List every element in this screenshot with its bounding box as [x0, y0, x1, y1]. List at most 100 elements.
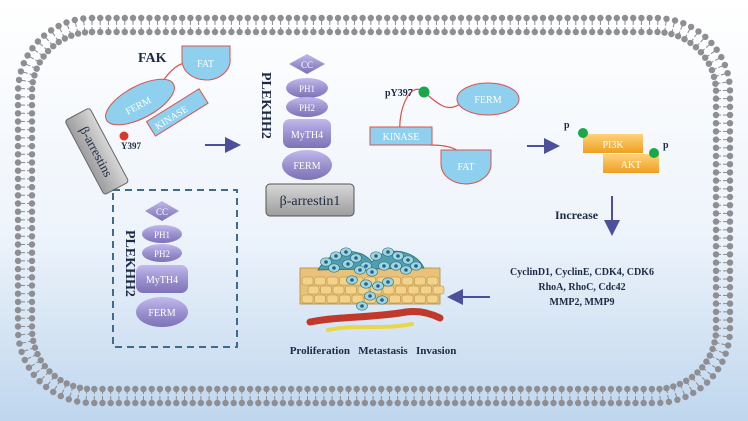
tumor-cell-nucleus	[386, 280, 390, 284]
lipid-head	[726, 120, 734, 127]
lipid-head	[99, 399, 106, 407]
lipid-head	[14, 257, 22, 265]
lipid-head	[28, 257, 36, 265]
lipid-head	[476, 399, 483, 407]
lipid-head	[621, 28, 629, 36]
lipid-head	[474, 14, 481, 22]
lipid-head	[28, 290, 36, 297]
lipid-head	[482, 28, 489, 36]
lipid-head	[28, 208, 36, 215]
lipid-head	[40, 32, 48, 39]
lipid-head	[657, 399, 664, 407]
lipid-head	[712, 120, 720, 127]
lipid-tail	[31, 363, 36, 367]
lipid-head	[705, 60, 713, 67]
lipid-head	[138, 14, 145, 22]
lipid-head	[113, 14, 120, 22]
lipid-head	[29, 45, 36, 52]
lipid-tail	[710, 51, 715, 55]
lipid-head	[646, 28, 653, 36]
lipid-head	[255, 385, 262, 393]
lipid-head	[44, 47, 52, 55]
lipid-head	[682, 393, 689, 401]
plekhh2-top-cc-label: CC	[301, 60, 313, 70]
lipid-head	[14, 175, 22, 183]
lipid-head	[402, 385, 410, 393]
lipid-head	[435, 399, 442, 407]
lipid-head	[14, 101, 22, 109]
lipid-head	[14, 290, 22, 297]
epithelial-cell	[320, 285, 332, 295]
lipid-head	[712, 243, 720, 250]
lipid-head	[712, 267, 720, 274]
lipid-head	[189, 385, 196, 393]
plekhh2-bottom-myth4-domain	[136, 265, 188, 293]
lipid-head	[337, 385, 344, 393]
lipid-tail	[34, 49, 39, 53]
lipid-head	[14, 118, 22, 125]
lipid-head	[699, 364, 706, 371]
lipid-head	[113, 28, 120, 36]
lipid-tail	[682, 390, 685, 395]
lipid-head	[550, 385, 557, 393]
tumor-cell-nucleus	[386, 250, 390, 254]
lipid-head	[726, 275, 734, 283]
epithelial-cell	[326, 276, 339, 286]
plekhh2-bottom-myth4-label: MyTH4	[146, 275, 178, 286]
lipid-head	[375, 28, 383, 36]
lipid-tail	[69, 392, 72, 397]
py397-site	[418, 86, 430, 98]
lipid-head	[30, 337, 37, 344]
lipid-head	[279, 385, 287, 393]
lipid-head	[318, 14, 325, 22]
lipid-head	[712, 332, 719, 339]
lipid-head	[726, 300, 734, 307]
lipid-tail	[715, 358, 720, 361]
lipid-head	[624, 399, 631, 407]
lipid-head	[351, 14, 358, 22]
lipid-head	[648, 385, 656, 393]
outcome-label: Proliferation Metastasis Invasion	[290, 345, 457, 357]
lipid-tail	[695, 382, 700, 387]
lipid-tail	[705, 44, 710, 48]
fak-activated-fat-domain	[440, 149, 492, 185]
lipid-head	[287, 385, 295, 393]
beta-arrestin1-label: β-arrestin1	[280, 194, 341, 209]
lipid-head	[97, 14, 104, 22]
lipid-tail	[700, 38, 704, 43]
lipid-head	[14, 200, 22, 207]
lipid-head	[681, 36, 688, 43]
lipid-head	[28, 192, 36, 199]
lipid-head	[304, 385, 311, 393]
lipid-head	[34, 38, 42, 45]
lipid-head	[14, 282, 22, 289]
epithelial-cell	[426, 276, 439, 286]
lipid-head	[410, 385, 418, 393]
lipid-head	[580, 14, 588, 22]
blood-vessel-yellow	[326, 322, 414, 332]
lipid-head	[712, 103, 720, 111]
lipid-head	[28, 265, 36, 273]
lipid-tail	[41, 375, 45, 380]
lipid-head	[129, 14, 137, 22]
lipid-head	[63, 380, 70, 387]
lipid-head	[16, 340, 23, 347]
lipid-head	[726, 333, 733, 341]
lipid-head	[228, 28, 235, 36]
lipid-head	[676, 380, 684, 388]
lipid-head	[50, 43, 57, 50]
lipid-tail	[77, 394, 80, 399]
lipid-head	[708, 39, 715, 47]
lipid-head	[580, 28, 588, 36]
lipid-head	[238, 399, 246, 407]
lipid-head	[42, 383, 50, 391]
lipid-head	[28, 249, 36, 256]
lipid-head	[613, 14, 620, 22]
epithelial-cell	[432, 285, 445, 295]
lipid-head	[222, 399, 229, 407]
lipid-head	[640, 399, 647, 407]
lipid-head	[173, 385, 180, 393]
lipid-head	[712, 193, 720, 201]
lipid-head	[230, 385, 237, 393]
epithelial-cell	[401, 276, 414, 286]
